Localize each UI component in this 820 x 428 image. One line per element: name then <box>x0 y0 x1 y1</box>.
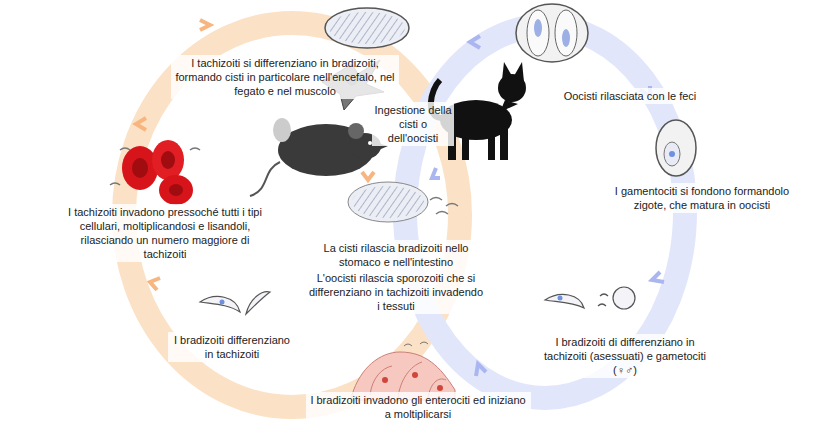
step-label: Oocisti rilasciata con le feci <box>550 88 710 104</box>
step-label: L'oocisti rilascia sporozoiti che si dif… <box>306 270 486 314</box>
step-label: I bradizoiti invadono gli enterociti ed … <box>306 392 531 422</box>
oocyst <box>516 4 588 62</box>
released-cyst <box>348 182 458 222</box>
red-blood-cells <box>110 140 200 205</box>
step-label: I tachizoiti invadono pressoché tutti i … <box>63 204 268 262</box>
orange-chevron-down <box>362 172 374 180</box>
immature-oocyst <box>656 120 696 176</box>
step-label: Ingestione della cisti o dell'oocisti <box>372 102 454 146</box>
mouse-silhouette <box>250 118 388 196</box>
cyst-bradyzoites <box>329 12 405 44</box>
step-label: La cisti rilascia bradizoiti nello stoma… <box>306 240 486 270</box>
step-label: I tachizoiti si differenziano in bradizo… <box>171 55 399 99</box>
step-label: I bradizoiti differenziano in tachizoiti <box>168 332 296 362</box>
tissue-cyst <box>325 8 409 48</box>
step-label: I gamentociti si fondono formandolo zigo… <box>612 183 792 213</box>
step-label: I bradizoiti di differenziano in tachizo… <box>533 334 718 378</box>
